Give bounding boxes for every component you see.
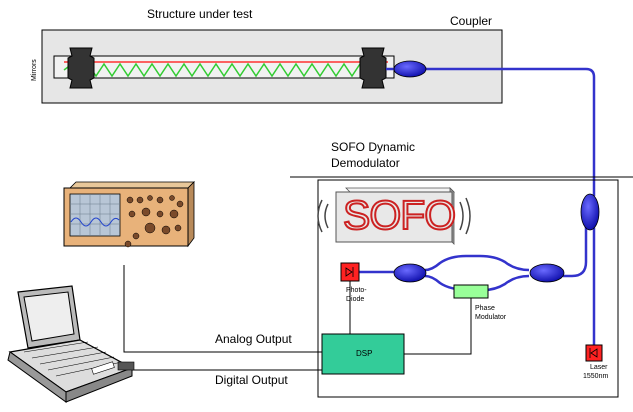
analog-output-label: Analog Output [215, 332, 292, 346]
dsp-label: DSP [356, 349, 373, 358]
sensing-fiber [63, 62, 385, 78]
coupler-interferometer-left [393, 263, 427, 283]
oscilloscope-icon [63, 181, 195, 248]
structure-label: Structure under test [147, 7, 253, 21]
laptop-icon [7, 285, 135, 403]
phase-modulator [453, 284, 489, 299]
coupler-interferometer-right [529, 263, 565, 283]
laser-label-line1: Laser [590, 364, 608, 371]
signal-wires [123, 265, 472, 371]
digital-output-label: Digital Output [215, 373, 288, 387]
coupler-label: Coupler [450, 14, 493, 28]
laser-label-line2: 1550nm [583, 373, 609, 380]
coupler-structure [393, 60, 427, 78]
sofo-sign-text: SOFO [342, 191, 457, 239]
sofo-sign [317, 187, 471, 245]
mirror-icon [67, 47, 95, 89]
demodulator-box [317, 179, 619, 398]
phase-modulator-label-line2: Modulator [475, 314, 507, 321]
demodulator-title-line1: SOFO Dynamic [331, 140, 416, 154]
photodiode-icon [340, 262, 360, 282]
mirror-icon [359, 47, 387, 89]
phase-modulator-label-line1: Phase [475, 305, 495, 312]
dsp-box [321, 333, 405, 375]
coupler-vertical [580, 193, 600, 231]
demodulator-title-line2: Demodulator [331, 156, 400, 170]
photodiode-label-line2: Diode [346, 296, 365, 303]
mirrors-label: Mirrors [31, 59, 38, 81]
photodiode-label-line1: Photo- [346, 287, 367, 294]
laser-icon [585, 344, 603, 362]
